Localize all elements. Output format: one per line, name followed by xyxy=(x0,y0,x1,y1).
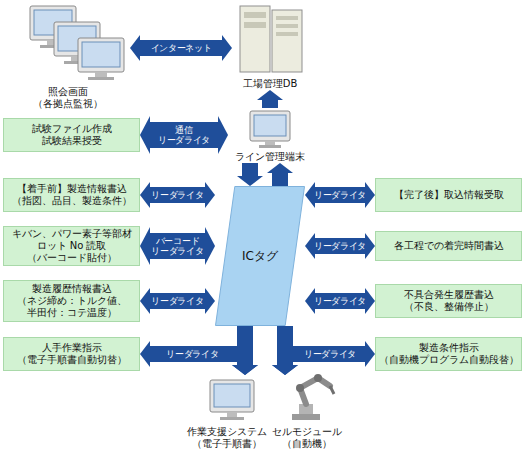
monitor-frame xyxy=(210,380,254,412)
illustrated-station: 工場管理DB xyxy=(232,2,308,90)
edge-label: リーダライタ xyxy=(314,296,366,306)
node-text: 作業支援システム （電子手順書） xyxy=(185,426,269,450)
node-text: 不具合発生履歴書込 （不良、整備停止） xyxy=(386,289,511,313)
edge-label: リーダライタ xyxy=(151,296,203,306)
robot-joint xyxy=(314,374,322,382)
node-text: 製造履歴情報書込 （ネジ締め：トルク値、半田付：コテ温度） xyxy=(13,283,131,319)
edge-label: リーダライタ xyxy=(304,349,356,359)
connector-arrow xyxy=(150,293,205,309)
node-text: 各工程での着完時間書込 xyxy=(394,240,504,252)
ic-tag-shape xyxy=(216,187,305,326)
monitor-base xyxy=(259,145,281,148)
server-cabinet xyxy=(272,10,302,72)
connector-arrow xyxy=(140,40,222,56)
connector-arrow xyxy=(150,233,205,259)
node-text: セルモジュール （自動機） xyxy=(271,426,343,450)
connector-arrow xyxy=(262,100,278,108)
monitor-stand xyxy=(265,141,275,145)
robot-group xyxy=(292,374,334,420)
edge-label: インターネット xyxy=(151,43,212,53)
connector-arrow xyxy=(272,173,288,186)
process-box: 【着手前】製造情報書込 （指図、品目、製造条件） xyxy=(3,178,140,212)
illustrated-station: ライン管理端末 xyxy=(228,108,312,163)
connector-arrow xyxy=(277,326,293,365)
edge-label: リーダライタ xyxy=(151,190,203,200)
process-box: キバン、パワー素子等部材 ロット No 読取（バーコード貼付） xyxy=(3,226,140,266)
illustrated-station: セルモジュール （自動機） xyxy=(271,375,343,450)
connector-arrow xyxy=(237,326,253,365)
server-slot xyxy=(244,12,266,18)
illustrated-station: 照会画面 （各拠点監視） xyxy=(5,2,130,110)
edge-label: バーコード リーダライタ xyxy=(150,236,206,256)
server-slot xyxy=(276,16,298,20)
monitor-base xyxy=(220,417,244,420)
robot-base xyxy=(292,414,320,420)
node-text: 工場管理DB xyxy=(243,78,298,90)
ic-tag: ICタグ xyxy=(215,186,305,326)
pc-group xyxy=(210,380,254,420)
process-box: 各工程での着完時間書込 xyxy=(375,231,522,261)
connector-arrow xyxy=(242,163,258,176)
connector-arrow xyxy=(150,187,205,203)
node-text: ライン管理端末 xyxy=(235,151,305,163)
node-text: 製造条件指示 （自動機プログラム自動段替） xyxy=(379,342,519,366)
process-box: 人手作業指示 （電子手順書自動切替） xyxy=(3,337,140,371)
node-text: 試験ファイル作成 試験結果授受 xyxy=(12,123,132,147)
monitor-frame xyxy=(78,38,124,72)
illustrated-station: 作業支援システム （電子手順書） xyxy=(185,375,269,450)
monitor-screen xyxy=(214,384,250,407)
monitor-stand xyxy=(95,72,107,77)
robot-arm xyxy=(300,378,330,404)
monitor-base xyxy=(88,77,114,80)
server-group xyxy=(240,6,302,72)
edge-label: 通信 リーダライタ xyxy=(156,125,212,145)
process-box: 試験ファイル作成 試験結果授受 xyxy=(3,118,140,152)
terminal-group xyxy=(250,111,290,148)
server-slot xyxy=(244,22,266,28)
robot-joint xyxy=(296,384,304,392)
node-text: ICタグ xyxy=(242,250,278,262)
edge-label: リーダライタ xyxy=(166,349,218,359)
edge-label: リーダライタ xyxy=(314,241,366,251)
process-box: 製造条件指示 （自動機プログラム自動段替） xyxy=(375,337,522,371)
edge-label: リーダライタ xyxy=(314,190,366,200)
node-text: キバン、パワー素子等部材 ロット No 読取（バーコード貼付） xyxy=(7,228,136,264)
monitor-frame xyxy=(250,111,290,141)
server-slot xyxy=(276,24,298,28)
process-box: 不具合発生履歴書込 （不良、整備停止） xyxy=(375,284,522,318)
node-text: 【着手前】製造情報書込 （指図、品目、製造条件） xyxy=(7,183,136,207)
robot-gripper xyxy=(330,386,334,394)
monitor-stand xyxy=(227,412,237,417)
server-slot xyxy=(276,32,298,36)
node-text: 人手作業指示 （電子手順書自動切替） xyxy=(7,342,136,366)
process-box: 製造履歴情報書込 （ネジ締め：トルク値、半田付：コテ温度） xyxy=(3,280,140,322)
monitor-screen xyxy=(254,115,286,136)
connector-arrow xyxy=(150,122,218,148)
node-text: 【完了後】取込情報受取 xyxy=(394,189,504,201)
node-text: 照会画面 （各拠点監視） xyxy=(23,86,113,110)
monitor-screen xyxy=(82,42,120,67)
server-cabinet xyxy=(240,6,270,72)
process-box: 【完了後】取込情報受取 xyxy=(375,178,522,212)
monitor-group xyxy=(30,6,124,80)
